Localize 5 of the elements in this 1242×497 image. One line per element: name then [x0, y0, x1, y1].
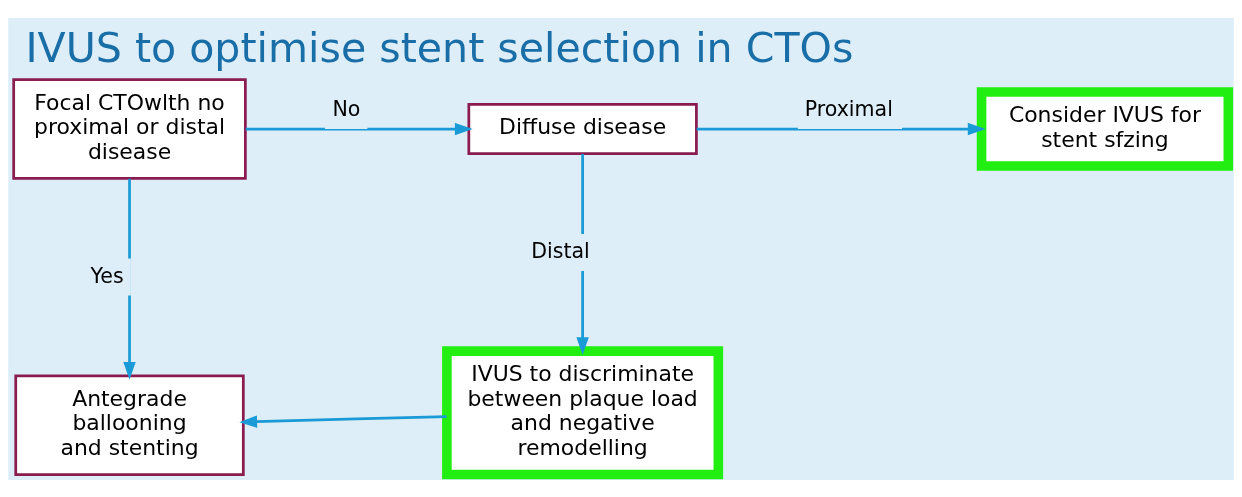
edge-label: Yes — [90, 263, 124, 288]
diagram-title: IVUS to optimise stent selection in CTOs — [25, 23, 854, 72]
edge-label: No — [332, 96, 361, 121]
edge-label: Distal — [531, 238, 590, 263]
edge-label: Proximal — [804, 96, 893, 121]
